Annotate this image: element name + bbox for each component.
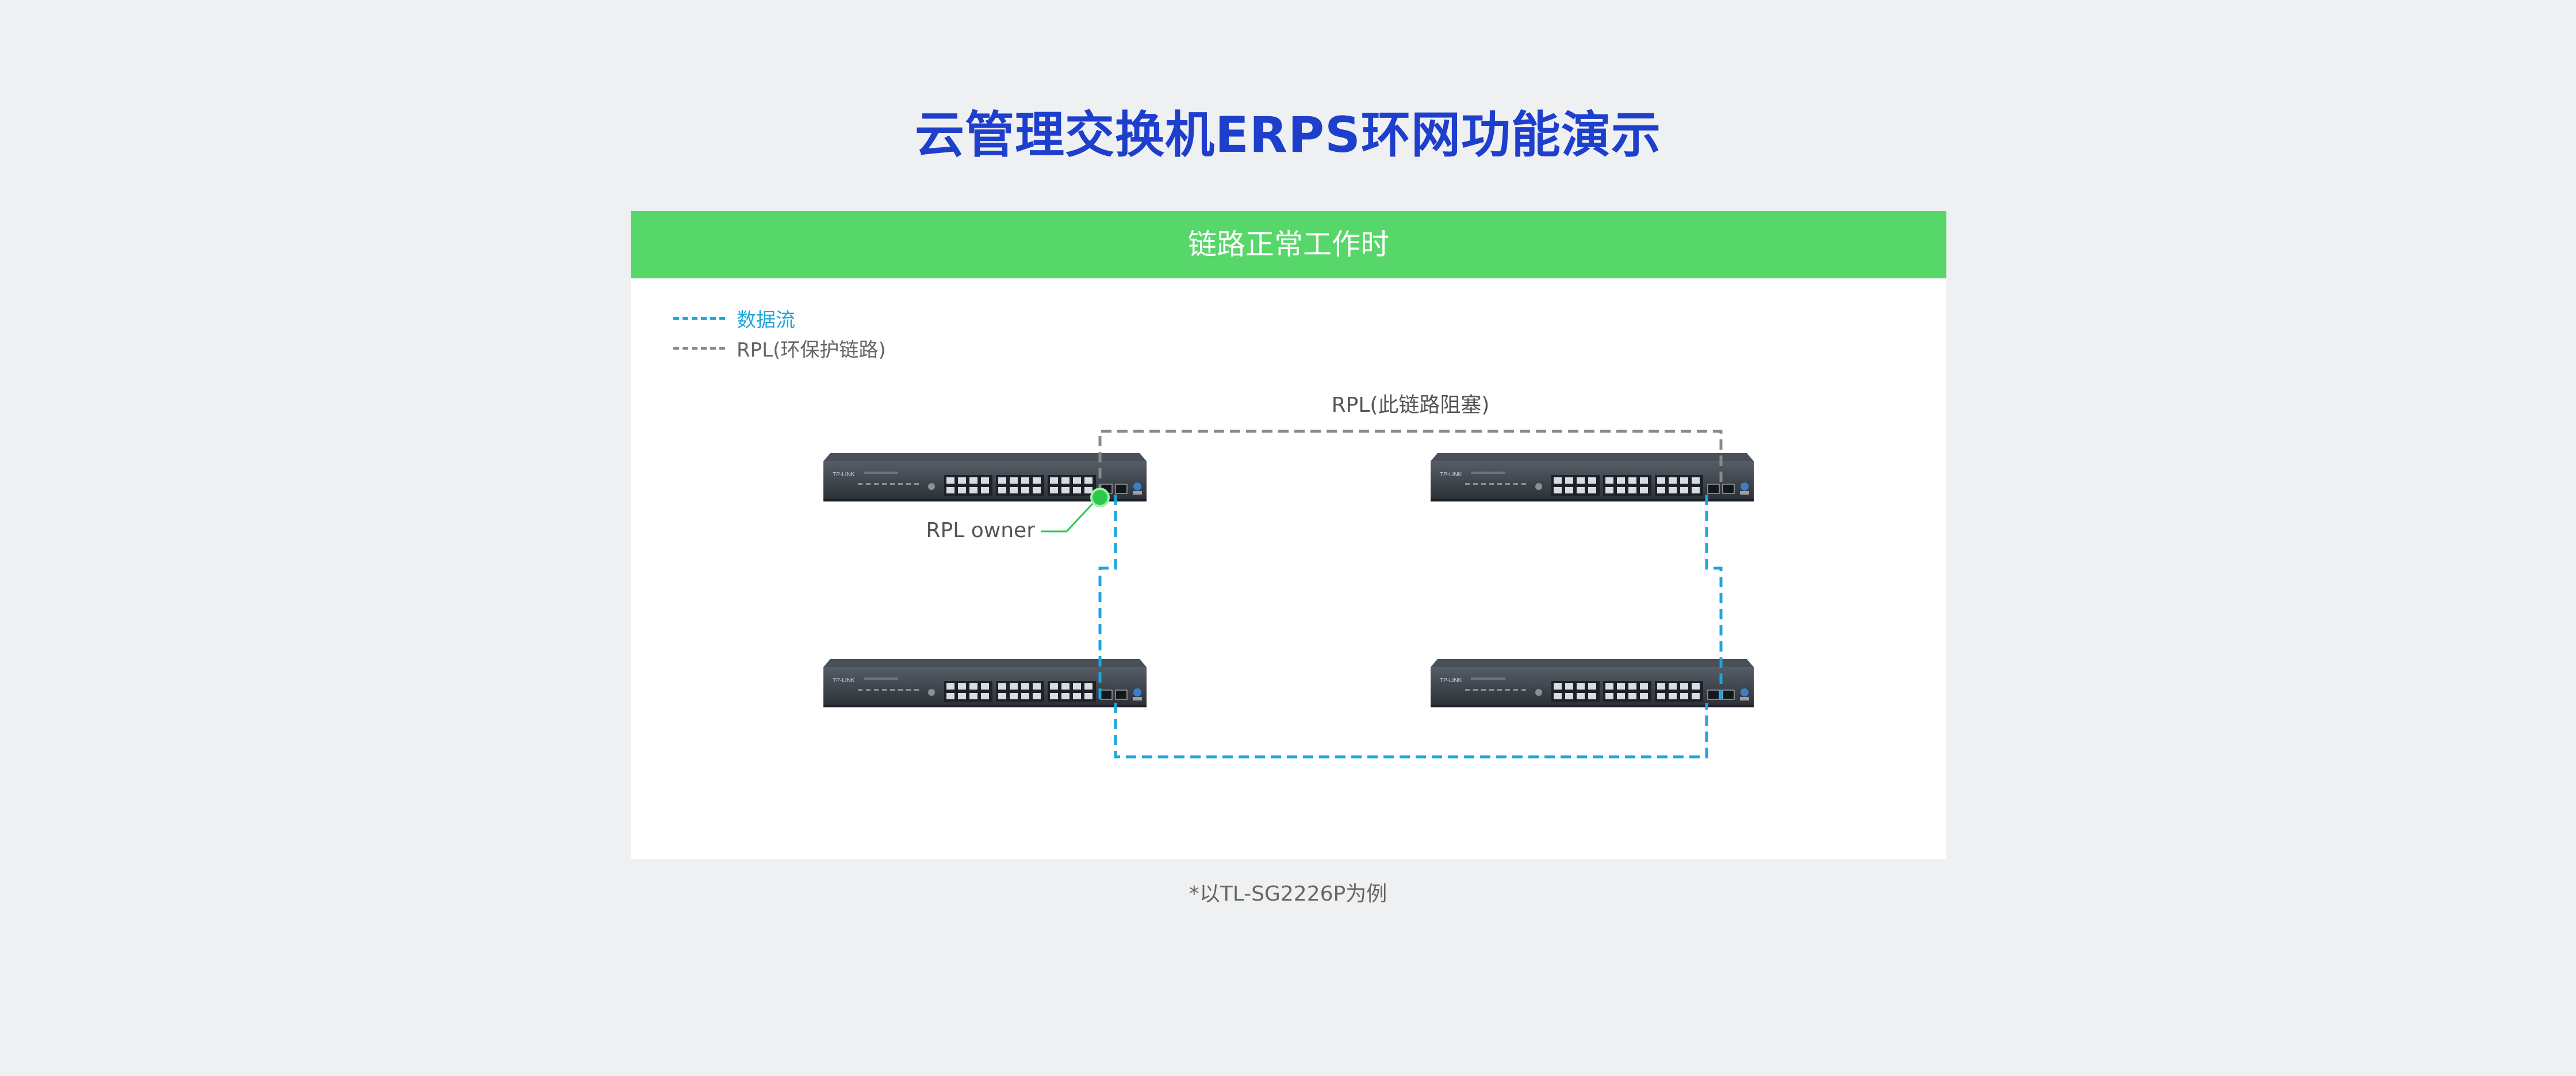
- legend-item-data-flow: 数据流: [673, 303, 886, 333]
- legend-label-rpl: RPL(环保护链路): [737, 338, 886, 362]
- rpl-owner-marker: [1090, 488, 1110, 507]
- panel-header: 链路正常工作时: [631, 211, 1946, 278]
- data-flow-left: [1098, 495, 1117, 703]
- switch-bottom-left: [823, 658, 1147, 708]
- page-title: 云管理交换机ERPS环网功能演示: [915, 106, 1661, 164]
- legend-item-rpl: RPL(环保护链路): [673, 333, 886, 363]
- rpl-blocked-label: RPL(此链路阻塞): [1332, 393, 1490, 417]
- legend: 数据流 RPL(环保护链路): [673, 303, 886, 363]
- rpl-owner-label: RPL owner: [926, 519, 1036, 542]
- legend-label-data-flow: 数据流: [737, 308, 795, 332]
- rpl-link: [1098, 430, 1723, 495]
- switch-top-right: [1430, 453, 1754, 502]
- data-flow-bottom: [1114, 703, 1708, 759]
- diagram-panel: 链路正常工作时 数据流 RPL(环保护链路): [631, 211, 1946, 859]
- legend-swatch-data-flow: [673, 316, 725, 320]
- switch-bottom-right: [1430, 658, 1754, 708]
- legend-swatch-rpl: [673, 346, 725, 350]
- data-flow-right: [1705, 495, 1723, 703]
- model-caption: *以TL-SG2226P为例: [1189, 882, 1387, 906]
- rpl-owner-pointer: [1041, 503, 1094, 533]
